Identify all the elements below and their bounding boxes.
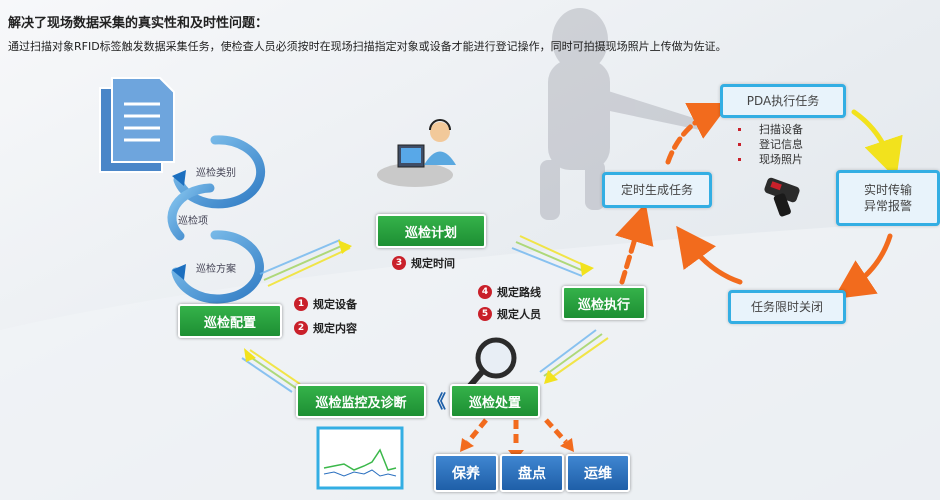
cycle-label-item: 巡检项 (178, 216, 208, 227)
document-icon (99, 77, 175, 173)
step-handle[interactable]: 巡检处置 (450, 384, 540, 418)
pda-item: 现场照片 (738, 152, 803, 167)
step-config[interactable]: 巡检配置 (178, 304, 282, 338)
operator-icon (377, 119, 456, 187)
monitor-chart-thumbnail (316, 426, 404, 490)
double-chevron-icon: 《 (428, 392, 446, 413)
page-description: 通过扫描对象RFID标签触发数据采集任务，使检查人员必须按时在现场扫描指定对象或… (8, 40, 727, 53)
outcome-inventory[interactable]: 盘点 (500, 454, 564, 492)
magnifier-icon (465, 337, 517, 391)
cycle-label-scheme: 巡检方案 (196, 264, 236, 275)
scanner-icon (764, 177, 800, 217)
pda-generate-task[interactable]: 定时生成任务 (602, 172, 712, 208)
outcome-operations[interactable]: 运维 (566, 454, 630, 492)
step-plan[interactable]: 巡检计划 (376, 214, 486, 248)
pda-realtime-alarm[interactable]: 实时传输 异常报警 (836, 170, 940, 226)
pda-close-task[interactable]: 任务限时关闭 (728, 290, 846, 324)
cycle-label-category: 巡检类别 (196, 168, 236, 179)
step-monitor[interactable]: 巡检监控及诊断 (296, 384, 426, 418)
outcome-maintenance[interactable]: 保养 (434, 454, 498, 492)
pda-item: 扫描设备 (738, 122, 803, 137)
step-execute[interactable]: 巡检执行 (562, 286, 646, 320)
page-heading: 解决了现场数据采集的真实性和及时性问题： (8, 16, 269, 31)
pda-execute-task[interactable]: PDA执行任务 (720, 84, 846, 118)
pda-item: 登记信息 (738, 137, 803, 152)
pda-items-list: 扫描设备 登记信息 现场照片 (738, 122, 803, 167)
